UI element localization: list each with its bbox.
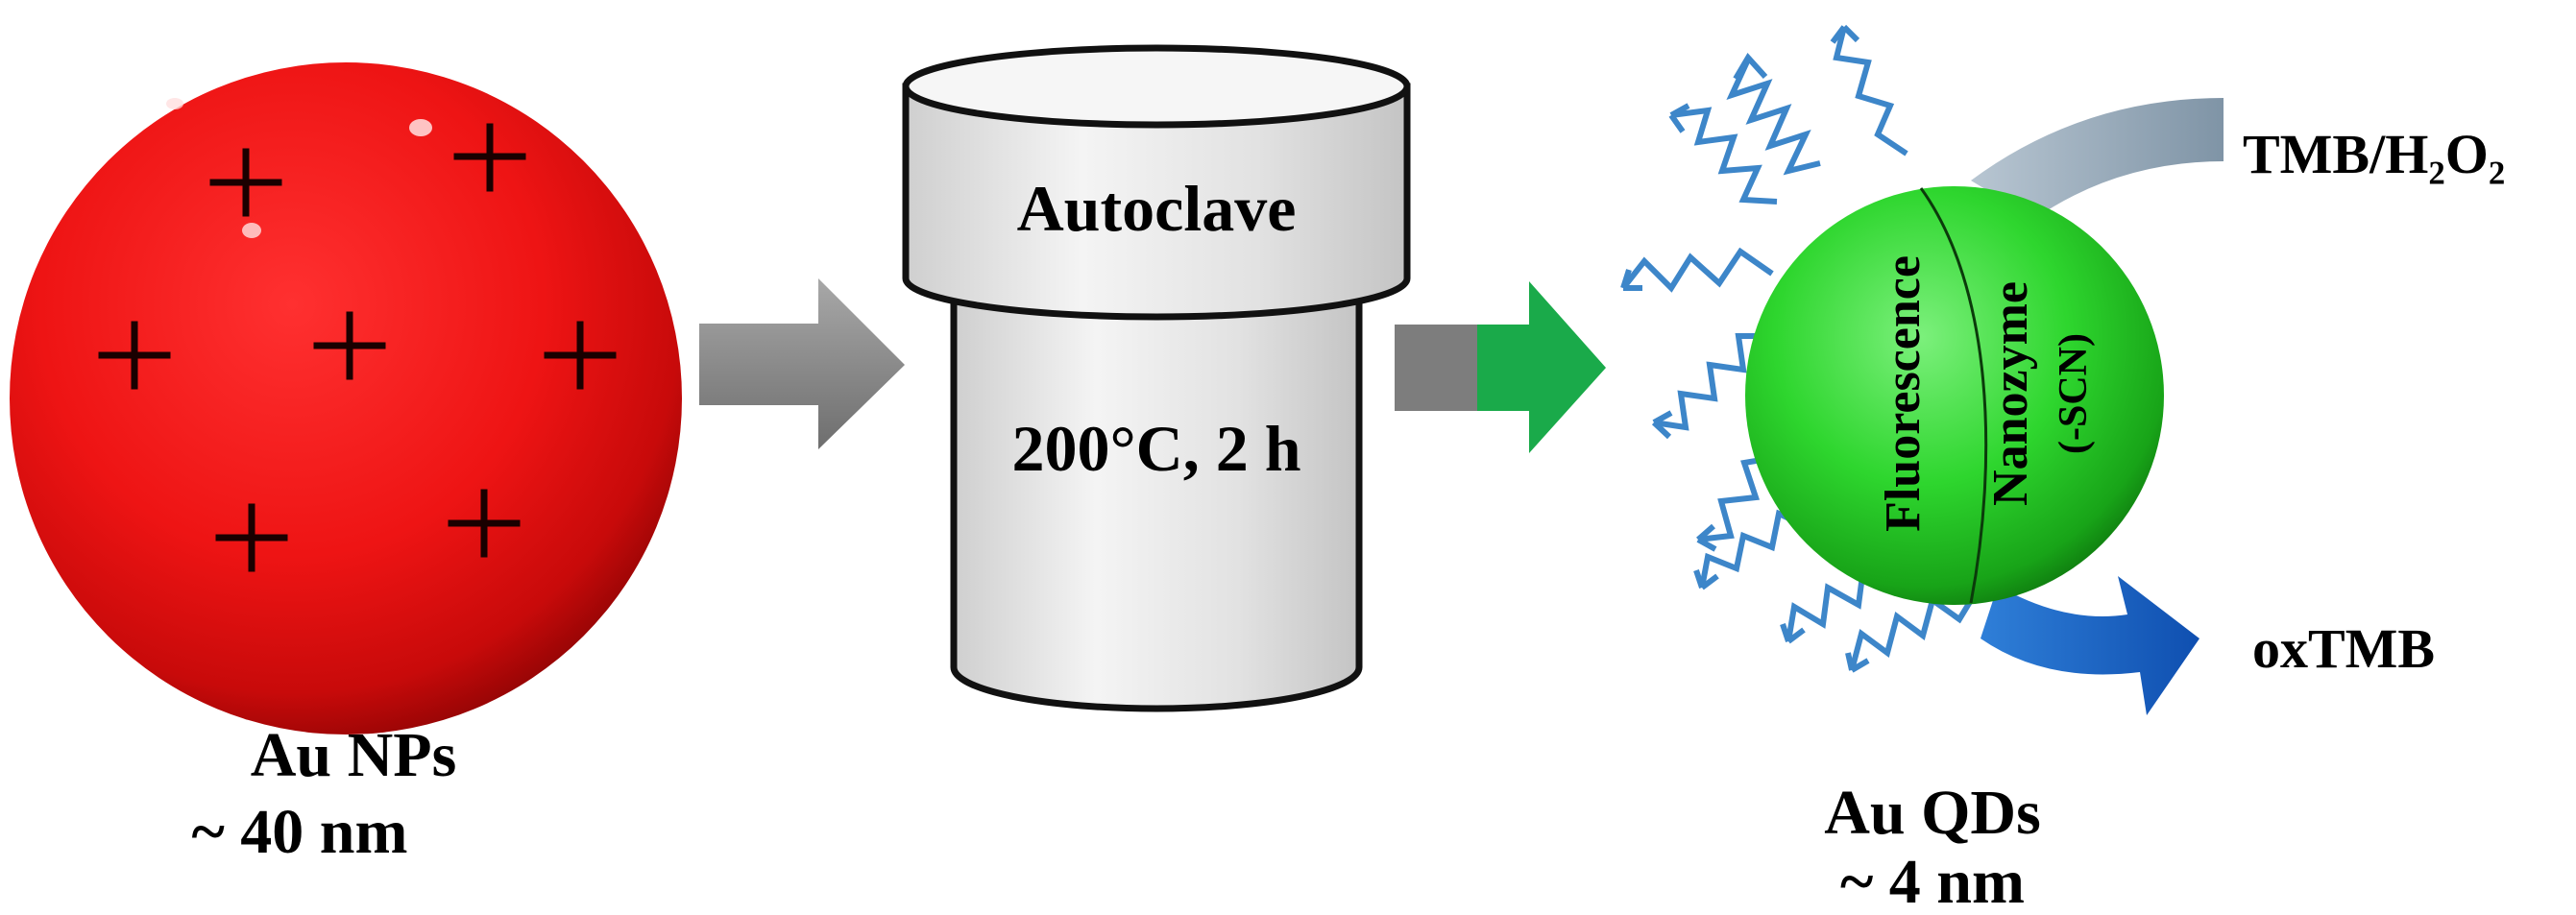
plus-icon bbox=[544, 321, 617, 390]
au-nps-size-label: ~ 40 nm bbox=[191, 797, 407, 867]
autoclave-condition-label: 200°C, 2 h bbox=[1011, 412, 1300, 485]
autoclave-group bbox=[902, 44, 1411, 712]
process-arrow-2 bbox=[1395, 281, 1606, 453]
arrow-2-tail bbox=[1395, 325, 1479, 411]
emission-wave-icon bbox=[1845, 586, 1981, 673]
plus-icon bbox=[453, 123, 526, 192]
au-nps-label: Au NPs bbox=[251, 720, 457, 790]
nanozyme-sublabel: (-SCN) bbox=[2052, 333, 2096, 454]
product-label: oxTMB bbox=[2252, 617, 2435, 680]
process-arrow-1 bbox=[699, 278, 905, 449]
autoclave-upper-body bbox=[902, 83, 1411, 321]
au-qds-size-label: ~ 4 nm bbox=[1840, 847, 2025, 915]
charge-plus-icons bbox=[98, 123, 617, 572]
sphere-highlight-icon bbox=[166, 98, 183, 109]
arrow-2-head bbox=[1477, 281, 1606, 453]
au-nps-sphere bbox=[10, 62, 682, 734]
substrate-arrow bbox=[1971, 98, 2224, 219]
emission-wave-icon bbox=[1726, 52, 1821, 176]
autoclave-lower-body bbox=[950, 289, 1363, 712]
fluorescence-emission-group bbox=[1620, 24, 1981, 673]
fluorescence-label: Fluorescence bbox=[1876, 255, 1931, 532]
au-qds-group: Fluorescence Nanozyme (-SCN) bbox=[1745, 186, 2164, 605]
plus-icon bbox=[215, 503, 288, 572]
au-qds-sphere bbox=[1745, 186, 2164, 605]
sphere-highlight-icon bbox=[242, 223, 261, 238]
emission-wave-icon bbox=[1620, 247, 1774, 293]
plus-icon bbox=[209, 148, 282, 217]
emission-wave-icon bbox=[1830, 24, 1908, 157]
autoclave-lid bbox=[902, 44, 1411, 129]
sphere-highlight-icon bbox=[409, 119, 432, 136]
sphere-divider bbox=[1919, 187, 1988, 604]
au-nps-group: Au NPs ~ 40 nm bbox=[10, 62, 682, 867]
nanozyme-label: Nanozyme bbox=[1983, 281, 2038, 506]
au-qds-label: Au QDs bbox=[1824, 778, 2041, 848]
emission-wave-icon bbox=[1668, 103, 1778, 205]
plus-icon bbox=[313, 311, 386, 380]
emission-wave-icon bbox=[1651, 333, 1775, 440]
plus-icon bbox=[98, 321, 171, 390]
product-arrow bbox=[1981, 576, 2199, 715]
plus-icon bbox=[448, 489, 521, 558]
autoclave-label: Autoclave bbox=[1017, 172, 1297, 245]
substrate-label: TMB/H₂O₂ bbox=[2243, 123, 2505, 185]
